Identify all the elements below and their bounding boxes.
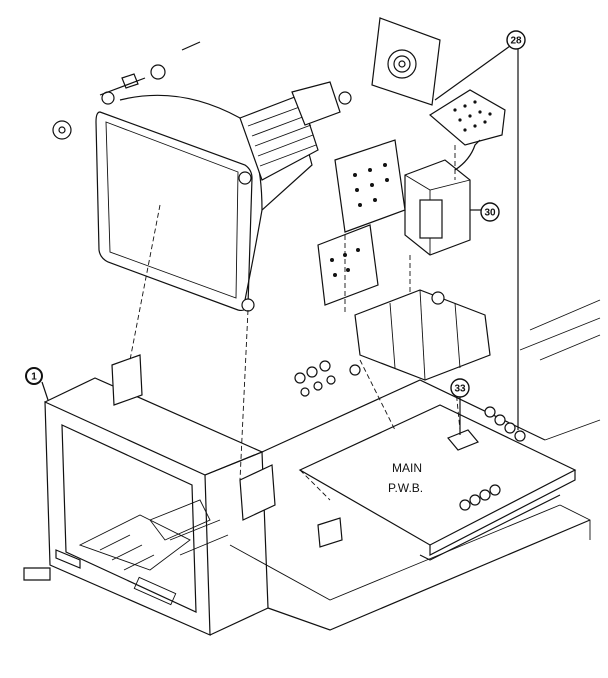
leader-lines <box>41 45 519 501</box>
callout-30-label: 30 <box>484 208 496 219</box>
pwb-label-line2: P.W.B. <box>388 481 423 495</box>
tube-mount-hardware <box>52 41 201 140</box>
callout-33: 33 <box>450 378 470 398</box>
callout-30: 30 <box>480 202 500 222</box>
shield-plate-upper <box>334 139 406 233</box>
fastener-set <box>294 360 361 397</box>
flyback-transformer <box>404 139 481 256</box>
shield-frame-lower <box>354 289 491 381</box>
main-pwb-board: MAIN P.W.B. <box>298 404 577 561</box>
front-cabinet <box>44 377 269 636</box>
rear-plate-assembly <box>371 17 441 106</box>
callout-28: 28 <box>506 30 526 50</box>
chassis-frame-lines <box>229 299 601 631</box>
callout-28-label: 28 <box>510 36 522 47</box>
perforated-bracket <box>428 89 506 146</box>
callout-1-label: 1 <box>31 372 37 383</box>
callout-1: 1 <box>25 367 43 385</box>
pwb-label-line1: MAIN <box>392 461 422 475</box>
callout-33-label: 33 <box>454 384 466 395</box>
crt-picture-tube <box>95 81 352 312</box>
pwb-components <box>447 406 526 511</box>
label-plate <box>23 567 51 581</box>
shield-plate-middle <box>317 224 379 306</box>
